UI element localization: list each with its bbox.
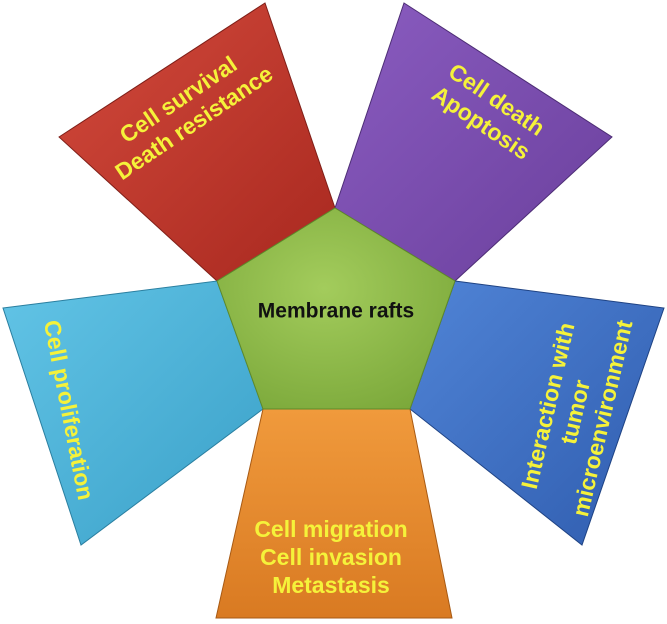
bottom-line-3: Metastasis xyxy=(272,572,390,598)
bottom-line-2: Cell invasion xyxy=(260,544,402,570)
bottom-line-1: Cell migration xyxy=(254,516,407,542)
center-label: Membrane rafts xyxy=(258,300,414,323)
center-pentagon xyxy=(216,207,456,410)
bottom-label: Cell migration Cell invasion Metastasis xyxy=(254,516,407,598)
petal-left xyxy=(2,280,264,546)
